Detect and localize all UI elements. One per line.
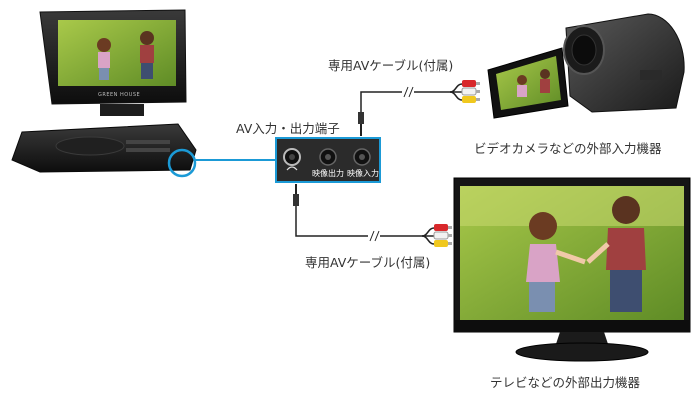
portable-dvd-player [11,9,276,178]
cable-label-top: 専用AVケーブル(付属) [328,58,454,73]
highlight-ring [167,148,197,178]
camcorder [487,13,685,119]
port-label-video-out: 映像出力 [312,169,344,178]
cable-top [358,80,480,136]
cable-bottom [293,184,452,247]
terminal-label: AV入力・出力端子 [236,121,340,136]
cable-label-bottom: 専用AVケーブル(付属) [305,255,431,270]
dvd-brand-logo: GREEN HOUSE [98,92,141,98]
tv-caption: テレビなどの外部出力機器 [490,375,641,390]
port-label-video-in: 映像入力 [347,169,379,178]
tv-monitor [453,177,691,362]
camcorder-caption: ビデオカメラなどの外部入力機器 [474,141,662,156]
av-port-panel [275,137,381,183]
